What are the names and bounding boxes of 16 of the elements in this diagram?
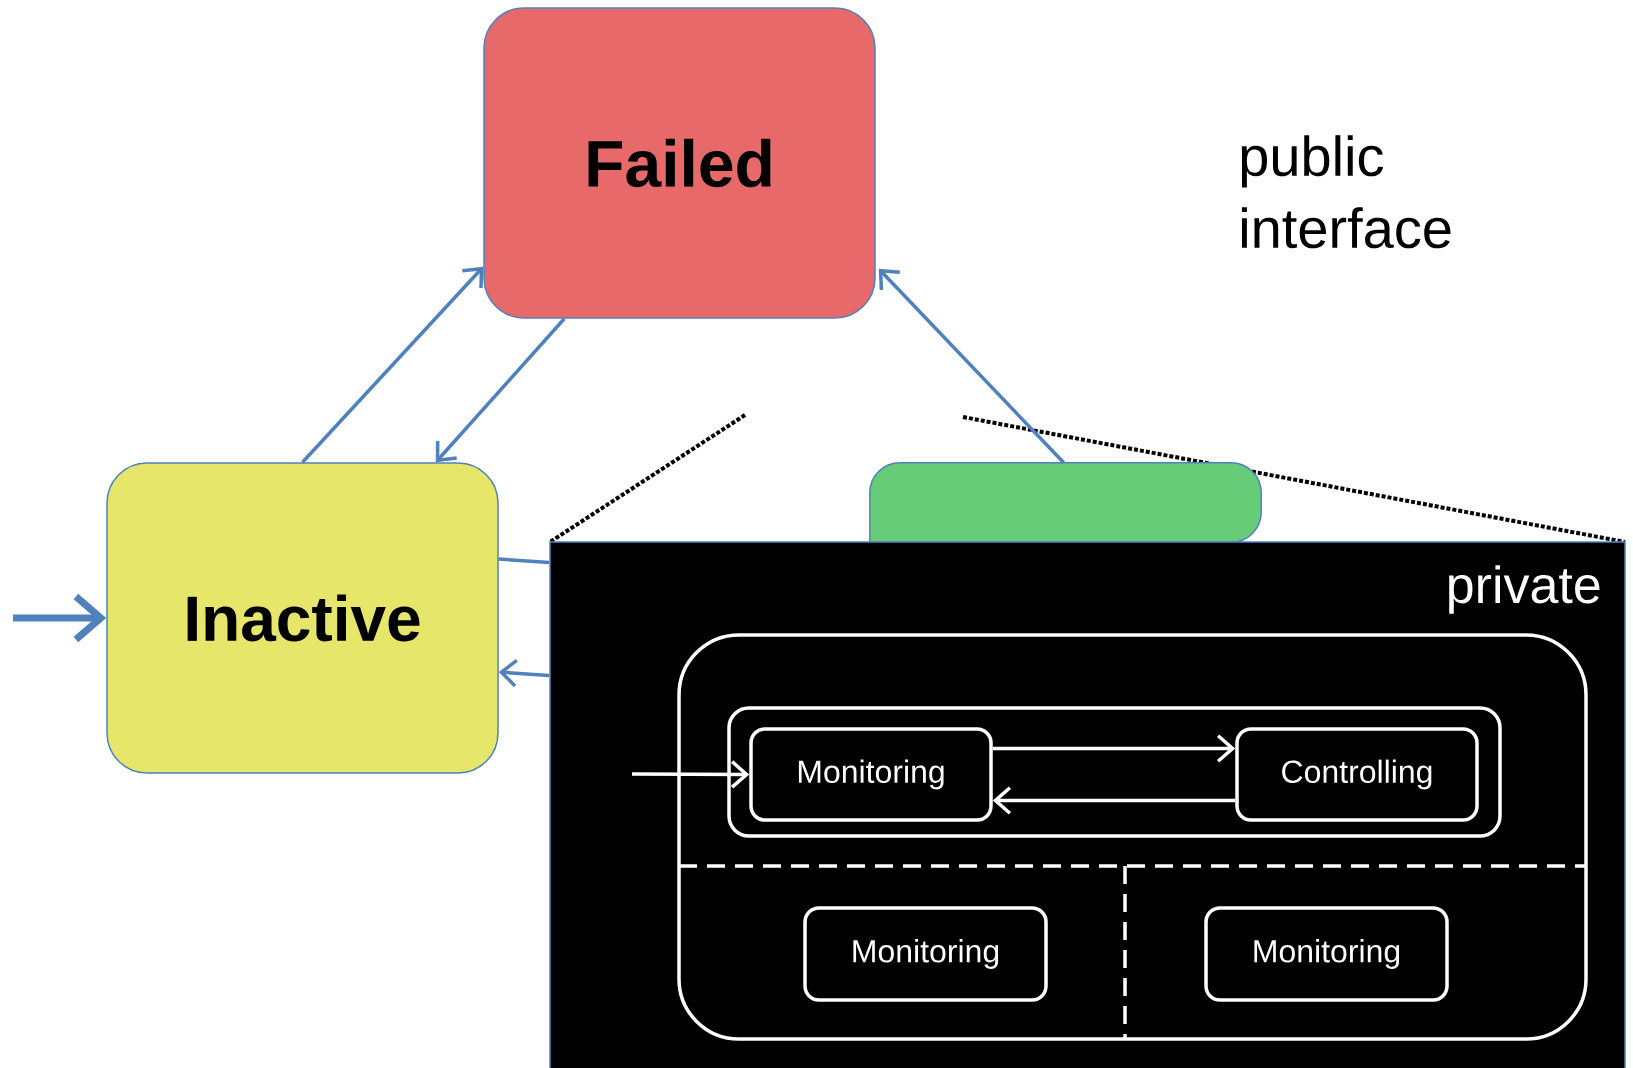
state-box: Controlling bbox=[1235, 727, 1479, 822]
state-box: Monitoring bbox=[749, 727, 993, 822]
arrow bbox=[435, 317, 566, 463]
state-box: Inactive bbox=[106, 462, 499, 774]
state-box: Monitoring bbox=[1204, 906, 1449, 1002]
arrow bbox=[992, 786, 1236, 815]
arrow bbox=[878, 268, 1066, 464]
state-box: Monitoring bbox=[803, 906, 1048, 1002]
region-outline bbox=[677, 633, 1588, 1041]
arrow bbox=[301, 266, 484, 464]
arrow bbox=[992, 734, 1236, 763]
state-box bbox=[869, 462, 1262, 543]
label-text: public interface bbox=[1241, 135, 1451, 249]
state-box: Failed bbox=[483, 7, 876, 319]
region-outline bbox=[727, 706, 1502, 838]
arrow bbox=[632, 760, 750, 789]
